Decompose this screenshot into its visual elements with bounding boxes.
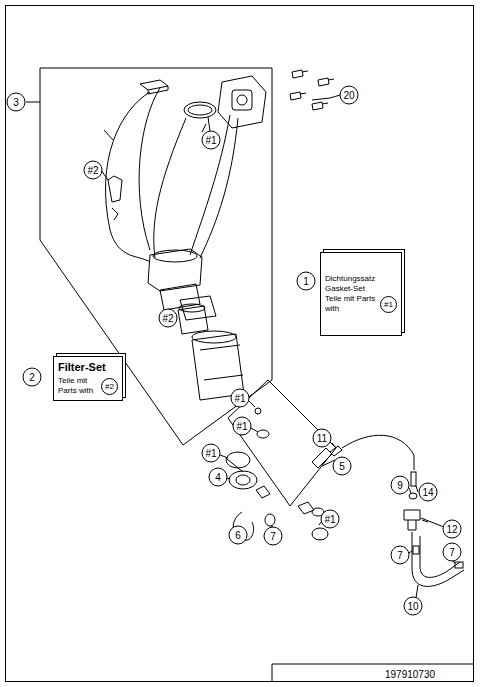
note-row: Teile mit Parts with#1 xyxy=(325,294,397,314)
callout-number: 11 xyxy=(313,429,332,448)
set-note: Teile mit Parts with xyxy=(58,376,98,396)
callout-number: #2 xyxy=(84,161,103,180)
callout-number: 6 xyxy=(229,526,248,545)
set-title: Dichtungssatz Gasket-Set xyxy=(325,274,397,294)
callout-number: #1 xyxy=(202,444,221,463)
set-box: Dichtungssatz Gasket-SetTeile mit Parts … xyxy=(320,252,402,336)
callout-number: 5 xyxy=(333,457,352,476)
callout-number: 7 xyxy=(264,527,283,546)
callout-number: #2 xyxy=(101,378,118,395)
callout-number: #1 xyxy=(233,417,252,436)
callout-number: 12 xyxy=(443,520,462,539)
callout-number: #1 xyxy=(231,389,250,408)
set-note: Teile mit Parts with xyxy=(325,294,377,314)
set-title: Filter-Set xyxy=(58,361,118,374)
callout-number: 2 xyxy=(23,368,42,387)
callout-number: #2 xyxy=(159,309,178,328)
callout-number: 7 xyxy=(391,546,410,565)
callout-number: 9 xyxy=(391,476,410,495)
callout-number: 10 xyxy=(404,597,423,616)
drawing-number: 197910730 xyxy=(385,669,435,680)
callout-number: 3 xyxy=(7,93,26,112)
callout-number: #1 xyxy=(380,296,397,313)
callout-number: 14 xyxy=(419,483,438,502)
callout-number: 7 xyxy=(443,543,462,562)
callout-number: #1 xyxy=(202,131,221,150)
callout-number: 1 xyxy=(297,272,316,291)
callout-number: 20 xyxy=(340,86,359,105)
callout-number: 4 xyxy=(209,468,228,487)
note-row: Teile mit Parts with#2 xyxy=(58,376,118,396)
callout-number: #1 xyxy=(321,510,340,529)
set-box: Filter-SetTeile mit Parts with#2 xyxy=(53,356,123,401)
